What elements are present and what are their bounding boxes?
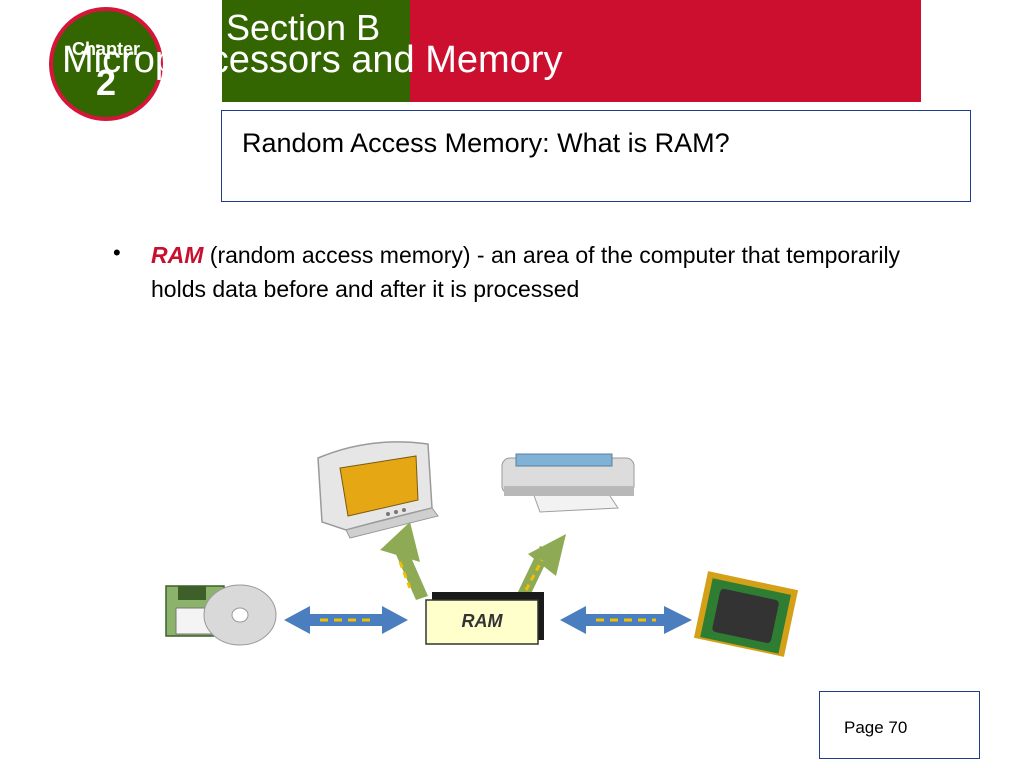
arrow-ram-to-printer: [516, 534, 566, 600]
processor-chip-icon: [693, 571, 799, 657]
arrow-ram-to-monitor: [380, 522, 428, 600]
subtitle-box: Random Access Memory: What is RAM?: [221, 110, 971, 202]
chapter-badge: Chapter 2: [49, 7, 163, 121]
header-green-band: [222, 0, 410, 102]
bullet-definition: (random access memory) - an area of the …: [151, 242, 901, 302]
chapter-number: 2: [95, 62, 117, 103]
subtitle: Random Access Memory: What is RAM?: [242, 128, 730, 158]
monitor-icon: [317, 441, 439, 539]
header-red-band: [410, 0, 921, 102]
bullet-marker: •: [113, 240, 121, 265]
bullet-text: RAM (random access memory) - an area of …: [151, 238, 931, 306]
ram-label: RAM: [462, 611, 504, 631]
section-label: Section B: [226, 7, 381, 48]
cd-icon: [203, 584, 277, 646]
slide-title: Microprocessors and Memory: [62, 39, 563, 81]
arrow-ram-processor: [560, 606, 692, 634]
page-number-box: Page 70: [819, 691, 980, 759]
bullet-term: RAM: [151, 242, 204, 268]
ram-diagram: RAM: [165, 441, 799, 657]
printer-icon: [501, 453, 635, 513]
chapter-label: Chapter: [71, 39, 140, 59]
page-number: Page 70: [844, 718, 908, 737]
arrow-storage-ram: [284, 606, 408, 634]
ram-block: RAM: [425, 592, 544, 645]
